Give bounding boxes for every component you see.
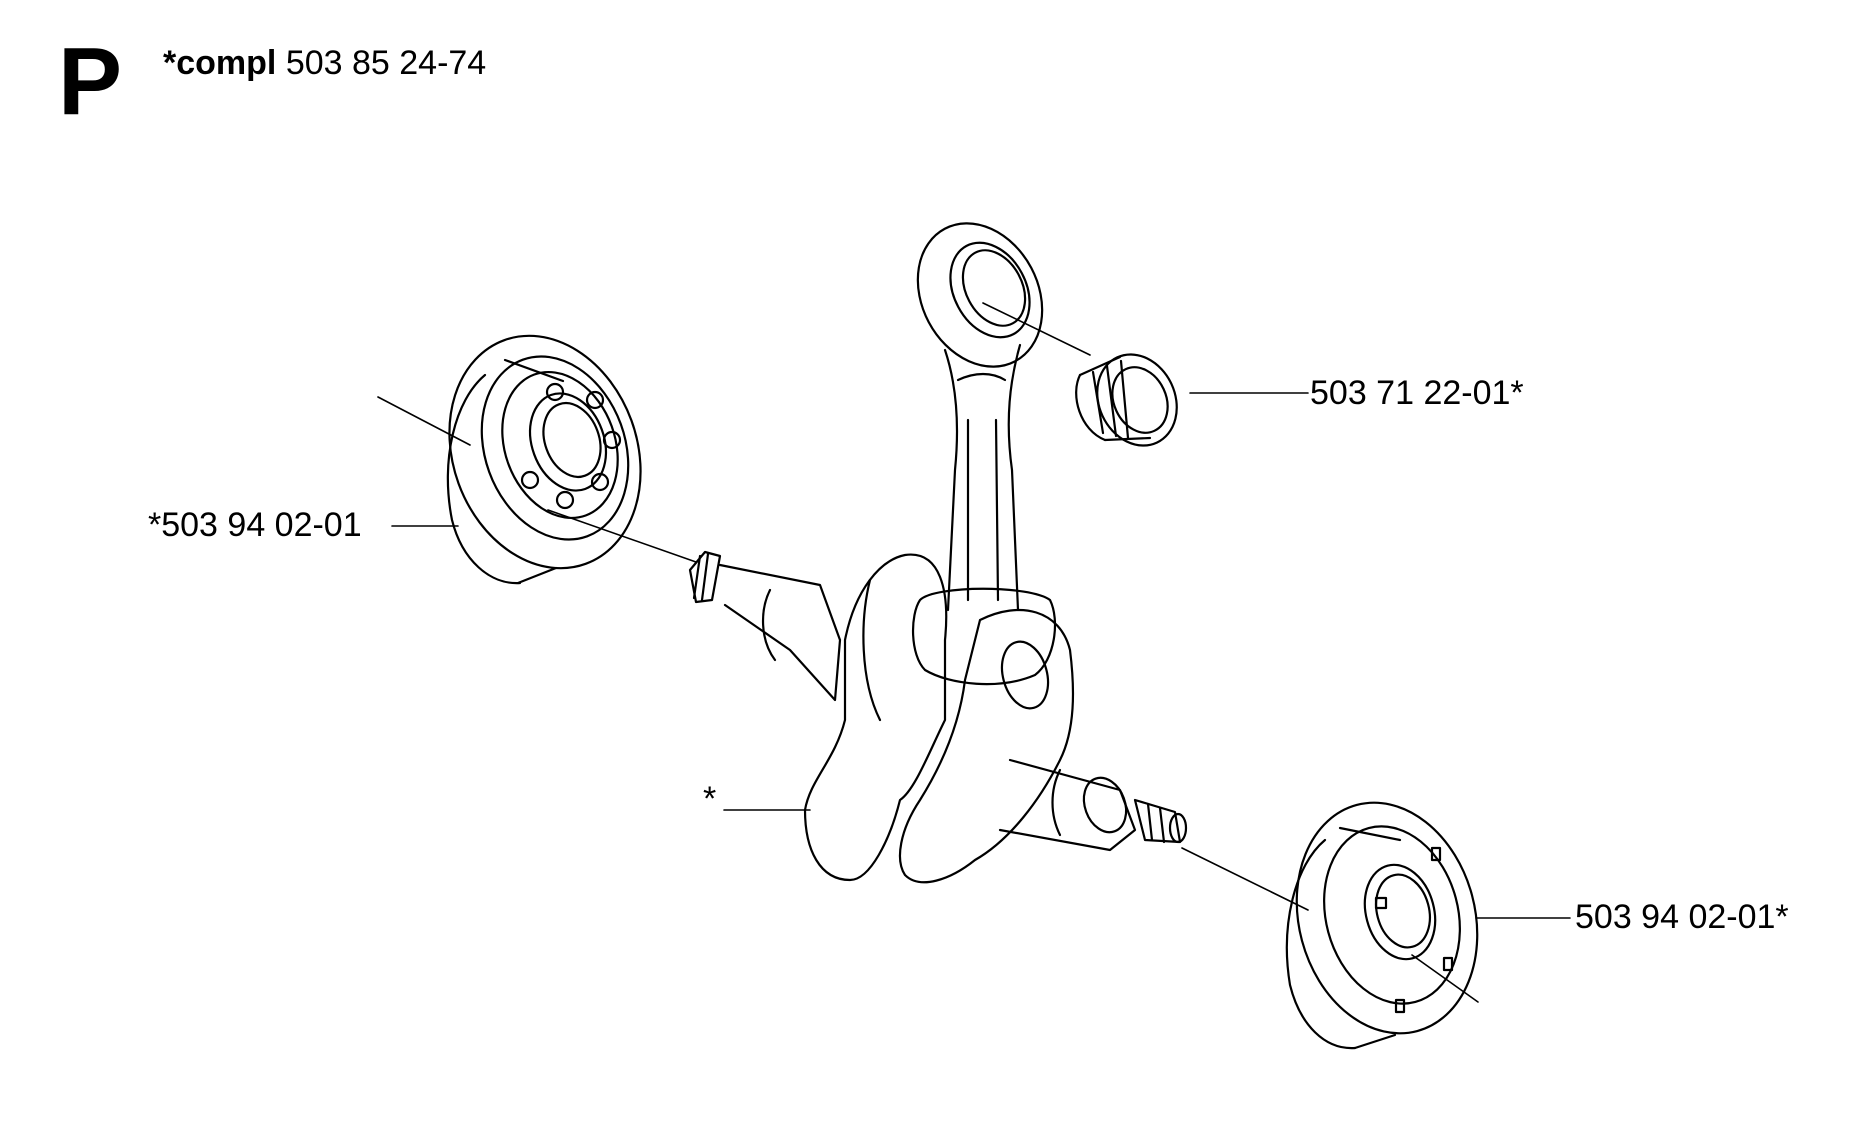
- assembly-prefix: *compl: [163, 44, 277, 82]
- connecting-rod: [894, 202, 1067, 685]
- callout-needle-bearing: 503 71 22-01*: [1310, 374, 1524, 412]
- callout-crankshaft: *: [703, 780, 717, 818]
- section-letter: P: [58, 28, 123, 135]
- callout-right-bearing: 503 94 02-01*: [1575, 898, 1789, 936]
- left-ball-bearing: [418, 309, 672, 596]
- needle-bearing: [1076, 341, 1191, 458]
- right-ball-bearing: [1272, 782, 1503, 1054]
- crankshaft: [690, 552, 1186, 882]
- assembly-part-number: 503 85 24-74: [285, 44, 487, 82]
- callout-left-bearing: *503 94 02-01: [148, 506, 362, 544]
- assembly-title: *compl 503 85 24-74: [163, 46, 486, 80]
